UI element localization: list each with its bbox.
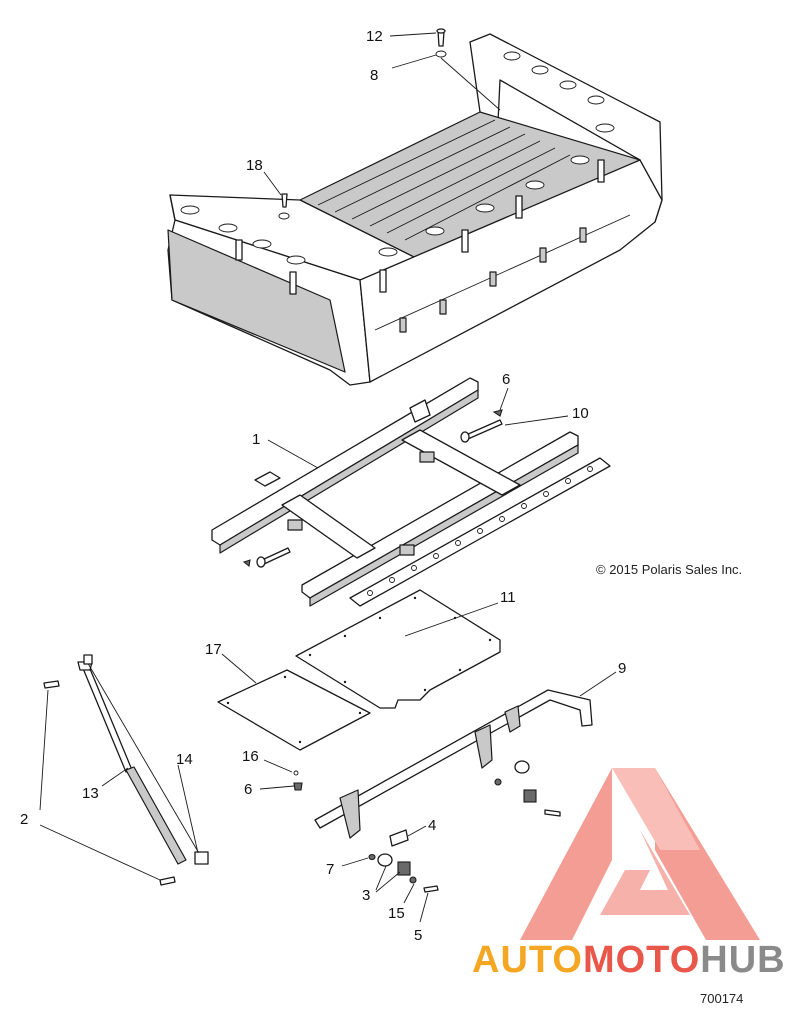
washer-8 — [435, 50, 447, 58]
cargo-box — [167, 33, 663, 386]
pin-lower-left — [242, 547, 291, 568]
automotohub-logo: AUTOMOTOHUB — [472, 768, 786, 981]
floor-panel-17 — [217, 669, 371, 751]
clip-6-upper — [492, 409, 503, 417]
callout-15: 15 — [388, 905, 405, 922]
tailgate-bar-9 — [314, 689, 593, 839]
callout-labels: 12 8 18 6 10 1 11 17 9 16 14 6 13 2 4 7 … — [20, 28, 626, 944]
callout-6-lower: 6 — [244, 781, 252, 798]
callout-11: 11 — [500, 589, 516, 606]
callout-8: 8 — [370, 67, 378, 84]
copyright-notice: © 2015 Polaris Sales Inc. — [596, 562, 742, 577]
callout-18: 18 — [246, 157, 263, 174]
clip-4 — [389, 829, 409, 847]
callout-7: 7 — [326, 861, 334, 878]
cargo-subframe — [211, 377, 611, 607]
callout-4: 4 — [428, 817, 436, 834]
callout-17: 17 — [205, 641, 222, 658]
rod-14 — [83, 654, 209, 865]
leader-lines — [39, 32, 617, 923]
nut-7 — [368, 853, 376, 861]
clip-16 — [293, 770, 299, 776]
callout-9: 9 — [618, 660, 626, 677]
bolt-18 — [278, 193, 290, 220]
logo-text-auto: AUTO — [472, 939, 583, 981]
screw-6-lower — [293, 782, 303, 791]
callout-1: 1 — [252, 431, 260, 448]
logo-text-hub: HUB — [700, 939, 785, 981]
callout-14: 14 — [176, 751, 193, 768]
callout-6-upper: 6 — [502, 371, 510, 388]
callout-2: 2 — [20, 811, 28, 828]
pin-2-upper — [43, 680, 60, 689]
bolt-12 — [436, 28, 446, 47]
logo-text-moto: MOTO — [583, 939, 700, 981]
callout-3: 3 — [362, 887, 370, 904]
callout-13: 13 — [82, 785, 99, 802]
floor-panel-11 — [295, 589, 501, 709]
latch-3-left — [377, 853, 417, 884]
pin-2-lower — [159, 876, 176, 886]
pin-10 — [460, 419, 503, 443]
callout-16: 16 — [242, 748, 259, 765]
latch-3-right — [494, 760, 561, 817]
callout-10: 10 — [572, 405, 589, 422]
figure-number: 700174 — [700, 991, 743, 1006]
logo-triangle-icon — [520, 768, 760, 940]
callout-5: 5 — [414, 927, 422, 944]
callout-12: 12 — [366, 28, 383, 45]
bolt-5 — [423, 885, 439, 893]
gas-strut-13 — [77, 661, 187, 865]
svg-text:AUTOMOTOHUB: AUTOMOTOHUB — [472, 939, 786, 981]
